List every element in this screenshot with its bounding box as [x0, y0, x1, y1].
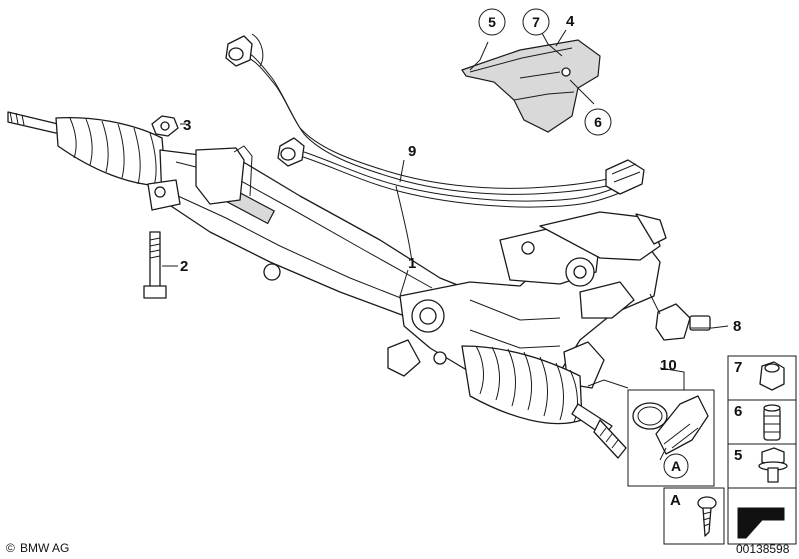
callout-4: 4	[566, 13, 575, 30]
bolt-2	[143, 231, 167, 299]
nut-3	[151, 115, 179, 137]
legend-labels: 7 6 5 A	[670, 359, 742, 509]
sensor-plug-8	[655, 303, 711, 341]
callout-2: 2	[180, 258, 188, 275]
rubber-bushing-icon	[763, 404, 781, 441]
legend-label-7: 7	[734, 359, 742, 376]
steering-rack	[7, 111, 667, 459]
legend-column	[663, 355, 797, 545]
legend-label-a: A	[670, 492, 681, 509]
screw-icon	[697, 496, 717, 537]
callout-8: 8	[733, 318, 741, 335]
footer: © BMW AG 00138598	[6, 541, 790, 556]
flange-bolt-icon	[758, 447, 788, 483]
callout-7-circle	[522, 8, 550, 36]
callout-a-circle	[663, 453, 689, 479]
callout-10: 10	[660, 357, 677, 374]
callout-6: 6	[594, 114, 602, 130]
callouts: 3 2 1 9 4 8 10 5 7 6 A	[180, 8, 741, 479]
callout-7: 7	[532, 14, 540, 30]
callout-5: 5	[488, 14, 496, 30]
callout-5-circle	[478, 8, 506, 36]
legend-label-5: 5	[734, 447, 742, 464]
heat-shield	[461, 39, 601, 133]
hex-nut-icon	[759, 361, 785, 391]
callout-3: 3	[183, 117, 191, 134]
brand-name: BMW AG	[20, 541, 69, 555]
callout-1: 1	[408, 255, 416, 272]
callout-6-circle	[584, 108, 612, 136]
image-number: 00138598	[736, 542, 790, 556]
copyright-symbol: ©	[6, 541, 15, 555]
callout-a: A	[671, 458, 681, 474]
legend-label-6: 6	[734, 403, 742, 420]
direction-arrow-icon	[737, 507, 785, 539]
callout-9: 9	[408, 143, 416, 160]
